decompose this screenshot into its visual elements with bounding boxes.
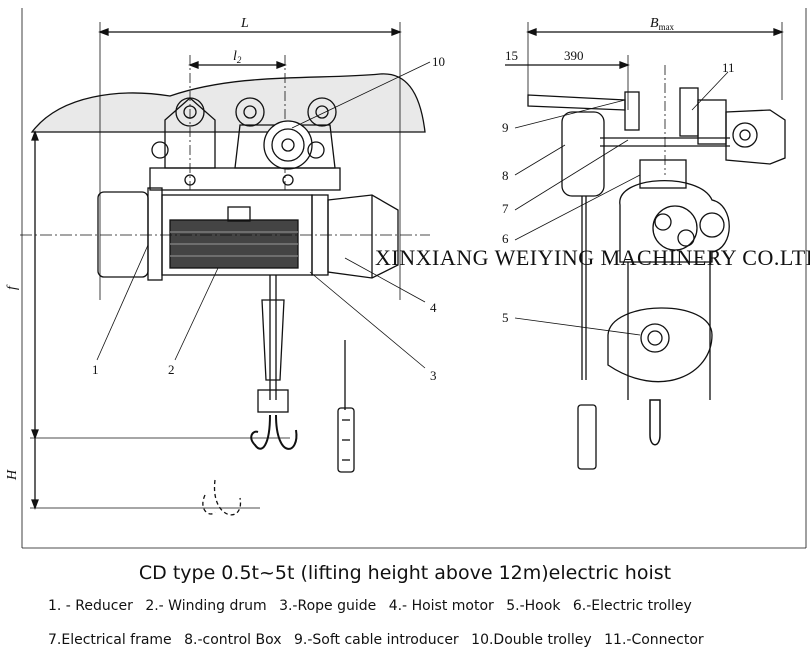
callout-9: 9 — [502, 120, 509, 135]
dim-L: L — [240, 16, 249, 31]
callout-8: 8 — [502, 168, 509, 183]
legend-hook: 5.-Hook — [506, 598, 561, 614]
dim-l2: l — [233, 49, 237, 64]
legend-winding-drum: 2.- Winding drum — [145, 598, 267, 614]
dim-f: f — [5, 284, 20, 290]
double-trolley — [149, 97, 341, 191]
legend-hoist-motor: 4.- Hoist motor — [388, 598, 494, 614]
svg-text:Bmax: Bmax — [650, 16, 675, 32]
callout-1: 1 — [92, 362, 99, 377]
legend-double-trolley: 10.Double trolley — [471, 632, 592, 648]
legend-connector: 11.-Connector — [604, 632, 704, 648]
dim-Bmax-sub: max — [659, 22, 675, 32]
legend-line-2: 7.Electrical frame 8.-control Box 9.-Sof… — [48, 632, 712, 648]
dim-l2-sub: 2 — [237, 55, 242, 65]
hook-assembly — [250, 275, 298, 450]
hoist-technical-drawing: L l2 — [5, 8, 810, 549]
legend-line-1: 1. - Reducer 2.- Winding drum 3.-Rope gu… — [48, 598, 700, 614]
legend-reducer: 1. - Reducer — [48, 598, 133, 614]
legend-electric-trolley: 6.-Electric trolley — [572, 598, 692, 614]
control-box — [561, 111, 605, 197]
callout-10: 10 — [432, 54, 445, 69]
callout-7: 7 — [502, 201, 509, 216]
connector-and-motor — [600, 87, 786, 165]
electric-trolley — [619, 159, 730, 263]
svg-text:l2: l2 — [233, 49, 242, 65]
dim-15: 15 — [505, 48, 518, 63]
legend-soft-cable-introducer: 9.-Soft cable introducer — [294, 632, 459, 648]
legend-rope-guide: 3.-Rope guide — [279, 598, 377, 614]
hook-block-right — [607, 262, 713, 446]
pendant-control — [337, 340, 355, 473]
dim-390: 390 — [564, 48, 584, 63]
company-watermark: XINXIANG WEIYING MACHINERY CO.LTD — [375, 245, 810, 270]
rail-beam — [30, 73, 426, 133]
diagram-title: CD type 0.5t~5t (lifting height above 12… — [138, 562, 672, 584]
callout-4: 4 — [430, 300, 437, 315]
hook-lowest-position — [213, 479, 242, 516]
callout-11: 11 — [722, 60, 735, 75]
callout-2: 2 — [168, 362, 175, 377]
hoist-body — [20, 187, 430, 281]
legend-electrical-frame: 7.Electrical frame — [48, 632, 172, 648]
callout-6: 6 — [502, 231, 509, 246]
callout-5: 5 — [502, 310, 509, 325]
legend-control-box: 8.-control Box — [184, 632, 282, 648]
pendant-right — [577, 404, 597, 470]
dim-Bmax: B — [650, 16, 659, 31]
dim-H: H — [5, 469, 20, 481]
soft-cable-introducer — [527, 94, 626, 111]
callout-3: 3 — [430, 368, 437, 383]
